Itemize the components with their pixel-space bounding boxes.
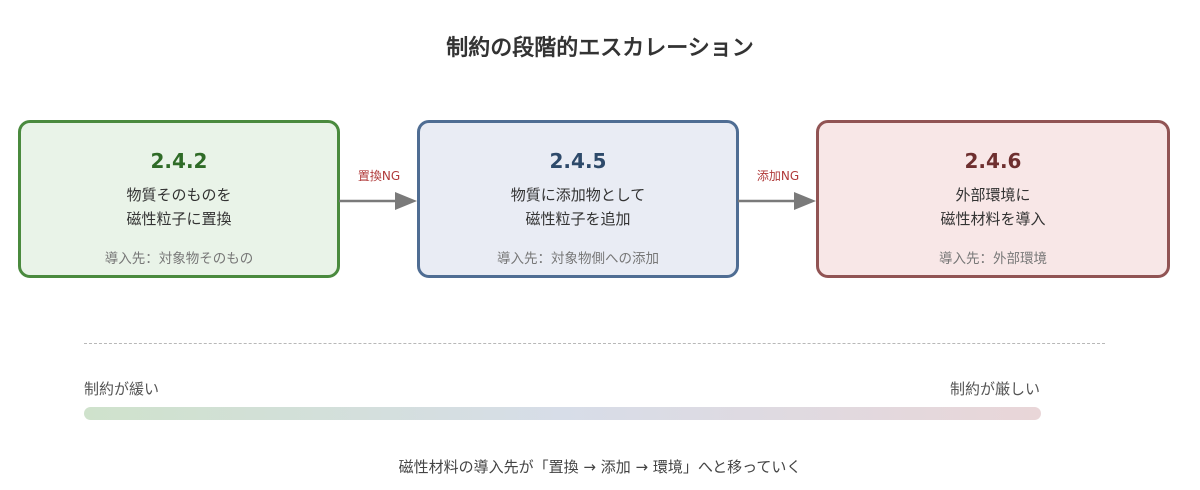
stage-description: 物質そのものを 磁性粒子に置換 (21, 183, 337, 231)
stage-description-line-2: 磁性粒子に置換 (126, 210, 232, 228)
dashed-divider (84, 343, 1105, 344)
diagram-title: 制約の段階的エスカレーション (446, 36, 754, 61)
stage-description: 外部環境に 磁性材料を導入 (819, 183, 1167, 231)
stage-description-line-1: 物質そのものを (126, 186, 232, 204)
stage-box-3: 2.4.6 外部環境に 磁性材料を導入 導入先：外部環境 (816, 120, 1170, 278)
arrow-label-1: 置換NG (357, 169, 401, 183)
stage-code: 2.4.5 (549, 149, 607, 173)
stage-description-line-1: 外部環境に (955, 186, 1031, 204)
stage-box-1: 2.4.2 物質そのものを 磁性粒子に置換 導入先：対象物そのもの (18, 120, 340, 278)
stage-code: 2.4.2 (150, 149, 208, 173)
constraint-gradient-bar (84, 407, 1041, 420)
stage-description-line-2: 磁性材料を導入 (940, 210, 1046, 228)
stage-box-2: 2.4.5 物質に添加物として 磁性粒子を追加 導入先：対象物側への添加 (417, 120, 739, 278)
stage-destination: 導入先：外部環境 (939, 251, 1047, 267)
scale-label-loose: 制約が緩い (84, 380, 160, 398)
stage-description-line-1: 物質に添加物として (510, 186, 646, 204)
stage-description: 物質に添加物として 磁性粒子を追加 (420, 183, 736, 231)
stage-destination: 導入先：対象物側への添加 (497, 251, 659, 267)
arrow-right-icon (339, 192, 417, 210)
diagram-caption: 磁性材料の導入先が「置換 → 添加 → 環境」へと移っていく (398, 458, 802, 476)
stage-code: 2.4.6 (964, 149, 1022, 173)
arrow-right-icon (738, 192, 816, 210)
arrow-label-2: 添加NG (756, 169, 800, 183)
stage-description-line-2: 磁性粒子を追加 (525, 210, 631, 228)
stage-destination: 導入先：対象物そのもの (104, 251, 254, 267)
scale-label-strict: 制約が厳しい (949, 380, 1040, 398)
